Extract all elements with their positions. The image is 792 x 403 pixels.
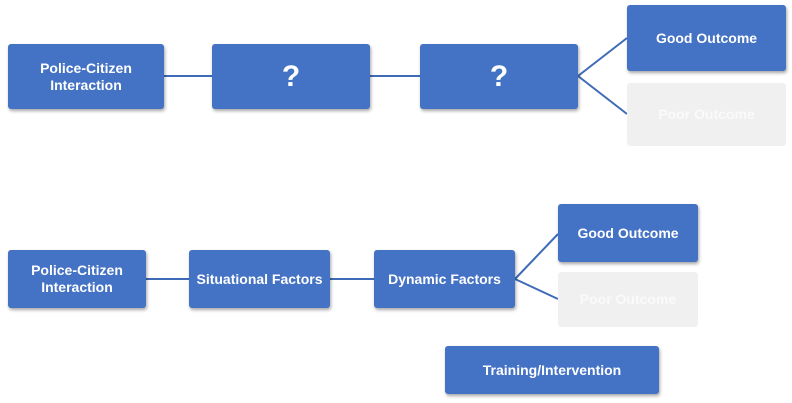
dynamic-factors-box: Dynamic Factors (374, 250, 515, 308)
top-unknown-step-1-box: ? (212, 44, 370, 109)
top-unknown-step-1-label: ? (281, 59, 301, 93)
connector-bottom-poor (514, 278, 559, 300)
bottom-good-outcome-label: Good Outcome (577, 224, 679, 241)
situational-factors-label: Situational Factors (196, 270, 323, 287)
bottom-police-citizen-interaction-label: Police-Citizen Interaction (31, 262, 123, 295)
training-intervention-box: Training/Intervention (445, 346, 659, 394)
top-police-citizen-interaction-box: Police-Citizen Interaction (8, 44, 164, 109)
top-police-citizen-interaction-label: Police-Citizen Interaction (40, 59, 132, 93)
dynamic-factors-label: Dynamic Factors (388, 270, 501, 287)
bottom-poor-outcome-label: Poor Outcome (579, 291, 677, 307)
bottom-police-citizen-interaction-box: Police-Citizen Interaction (8, 250, 146, 308)
bottom-poor-outcome-box: Poor Outcome (558, 272, 698, 327)
situational-factors-box: Situational Factors (189, 250, 330, 308)
training-intervention-label: Training/Intervention (482, 361, 622, 378)
connector-top-poor (577, 75, 628, 115)
top-poor-outcome-label: Poor Outcome (658, 106, 755, 122)
top-unknown-step-2-box: ? (420, 44, 578, 109)
top-poor-outcome-box: Poor Outcome (627, 83, 786, 146)
top-good-outcome-box: Good Outcome (627, 5, 786, 71)
connector-bottom-good (514, 233, 559, 280)
top-good-outcome-label: Good Outcome (655, 29, 758, 46)
top-unknown-step-2-label: ? (489, 59, 509, 93)
bottom-good-outcome-box: Good Outcome (558, 204, 698, 262)
connector-top-good (577, 37, 628, 77)
